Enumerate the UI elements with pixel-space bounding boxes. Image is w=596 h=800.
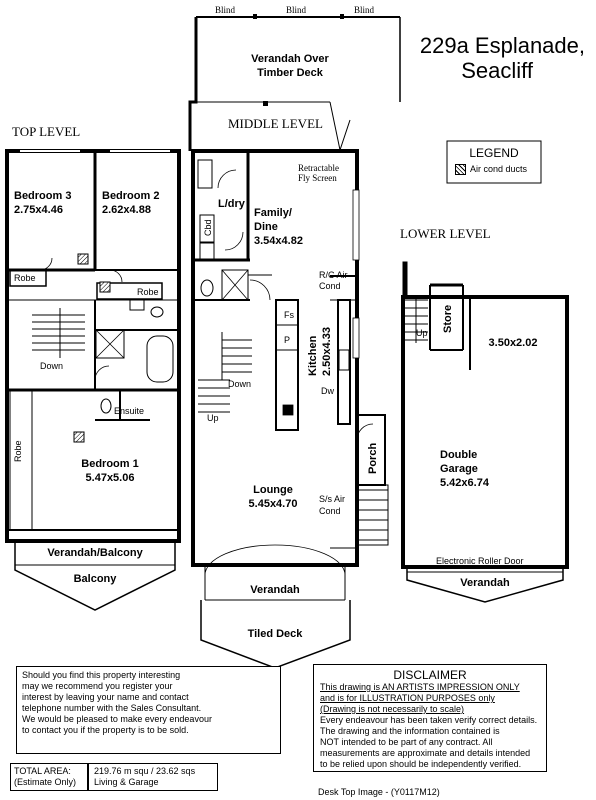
kitchen-size: 2.50x4.33: [321, 327, 333, 376]
contact-note: Should you find this property interestin…: [16, 666, 281, 754]
total-area-note: (Estimate Only): [14, 777, 77, 787]
roller-door-label: Electronic Roller Door: [436, 556, 524, 566]
total-area-label: TOTAL AREA:: [14, 766, 71, 776]
bedroom-1-size: 5.47x5.06: [85, 472, 135, 484]
legend-item-label: Air cond ducts: [470, 164, 528, 174]
disclaimer-line: and is for ILLUSTRATION PURPOSES only: [320, 693, 495, 703]
dishwasher-label: Dw: [321, 386, 334, 396]
contact-line: Should you find this property interestin…: [22, 670, 181, 680]
garage-size: 5.42x6.74: [440, 477, 489, 489]
middle-level-heading: MIDDLE LEVEL: [228, 116, 323, 131]
disclaimer-line: (Drawing is not necessarily to scale): [320, 704, 465, 714]
total-area-scope: Living & Garage: [94, 777, 159, 787]
total-area-value: 219.76 m squ / 23.62 sqs: [94, 766, 196, 776]
blind-markers: [253, 14, 344, 106]
robe-label: Robe: [137, 287, 159, 297]
contact-line: interest by leaving your name and contac…: [22, 692, 189, 702]
blind-label: Blind: [354, 5, 375, 15]
rc-air-cond-label: Cond: [319, 281, 341, 291]
ss-air-label: S/s Air: [319, 494, 346, 504]
blind-label: Blind: [286, 5, 307, 15]
air-duct-icon: [73, 431, 85, 443]
bedroom-2-size: 2.62x4.88: [102, 204, 151, 216]
stair-down-label: Down: [228, 379, 252, 389]
fly-screen-label: Fly Screen: [298, 173, 337, 183]
contact-line: We would be pleased to make every endeav…: [22, 714, 212, 724]
lounge-name: Lounge: [253, 484, 293, 496]
porch-label: Porch: [367, 442, 379, 474]
disclaimer-line: The drawing and the information containe…: [320, 726, 500, 736]
store-label: Store: [442, 304, 454, 333]
lower-level-heading: LOWER LEVEL: [400, 226, 491, 241]
disclaimer-line: measurements are approximate and details…: [320, 748, 531, 758]
retractable-label: Retractable: [298, 163, 339, 173]
cupboard-label: Cbd: [203, 219, 213, 236]
store-size: 3.50x2.02: [488, 337, 538, 349]
air-duct-icon: [455, 164, 466, 176]
lower-level-walls: [401, 261, 569, 603]
lounge-size: 5.45x4.70: [248, 498, 298, 510]
window-marks: [282, 189, 360, 416]
top-level-heading: TOP LEVEL: [12, 124, 81, 139]
pantry-label: P: [284, 335, 291, 345]
air-duct-icon: [99, 281, 111, 293]
disclaimer-line: This drawing is AN ARTISTS IMPRESSION ON…: [320, 682, 520, 692]
disclaimer-title: DISCLAIMER: [393, 668, 467, 682]
bedroom-1-name: Bedroom 1: [81, 458, 139, 470]
robe-label: Robe: [13, 440, 23, 462]
legend-title: LEGEND: [469, 146, 519, 160]
middle-level-walls: [188, 16, 401, 669]
stair-up-label: Up: [207, 413, 219, 423]
balcony-label: Balcony: [73, 573, 117, 585]
disclaimer-line: Every endeavour has been taken verify co…: [320, 715, 538, 725]
address-line-1: 229a Esplanade,: [419, 33, 585, 58]
bedroom-3-size: 2.75x4.46: [14, 204, 63, 216]
tiled-deck-label: Tiled Deck: [247, 628, 303, 640]
stair-up-label: Up: [416, 328, 428, 338]
contact-line: may we recommend you register your: [22, 681, 173, 691]
disclaimer: DISCLAIMER This drawing is AN ARTISTS IM…: [313, 664, 547, 772]
laundry-label: L/dry: [218, 198, 245, 210]
disclaimer-line: NOT intended to be part of any contract.…: [320, 737, 493, 747]
verandah-balcony-label: Verandah/Balcony: [47, 547, 143, 559]
verandah-label: Verandah: [460, 577, 510, 589]
fridge-space-label: Fs: [284, 310, 294, 320]
contact-line: to contact you if the property is to be …: [22, 725, 189, 735]
address-line-2: Seacliff: [461, 58, 533, 83]
robe-label: Robe: [14, 273, 36, 283]
kitchen-name: Kitchen: [307, 335, 319, 376]
ss-air-cond-label: Cond: [319, 506, 341, 516]
bedroom-2-name: Bedroom 2: [102, 190, 160, 202]
timber-deck-label: Timber Deck: [257, 67, 323, 79]
top-level-walls: [5, 149, 181, 611]
blind-label: Blind: [215, 5, 236, 15]
legend-border: [446, 140, 542, 184]
total-area-label-box: TOTAL AREA: (Estimate Only): [10, 763, 88, 791]
disclaimer-line: to be relied upon should be independentl…: [320, 759, 522, 769]
footer-reference: Desk Top Image - (Y0117M12): [318, 787, 440, 797]
contact-line: telephone number with the Sales Consulta…: [22, 703, 202, 713]
garage-name-1: Double: [440, 449, 478, 461]
family-dine-name-2: Dine: [254, 221, 278, 233]
air-duct-icon: [77, 253, 89, 265]
family-dine-name: Family/: [254, 207, 292, 219]
legend-item: Air cond ducts: [455, 164, 528, 176]
verandah-label: Verandah: [250, 584, 300, 596]
rc-air-label: R/C Air: [319, 270, 348, 280]
total-area-value-box: 219.76 m squ / 23.62 sqs Living & Garage: [88, 763, 218, 791]
stair-down-label: Down: [40, 361, 64, 371]
family-dine-size: 3.54x4.82: [254, 235, 303, 247]
bedroom-3-name: Bedroom 3: [14, 190, 72, 202]
ensuite-label: Ensuite: [114, 406, 145, 416]
garage-name-2: Garage: [440, 463, 478, 475]
verandah-over-label: Verandah Over: [251, 53, 329, 65]
